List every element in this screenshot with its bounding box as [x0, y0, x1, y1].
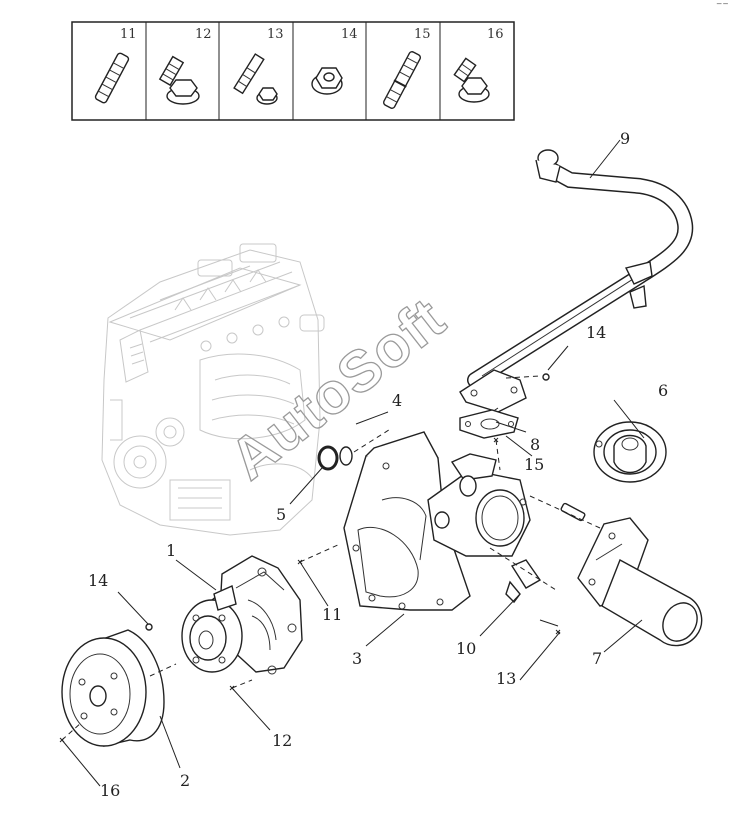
nut-14-small-icon: [542, 373, 550, 381]
callout-6: 6: [658, 381, 668, 400]
callout-5: 5: [276, 505, 286, 524]
fastener-legend: 11 12 13 14 15 16: [71, 21, 515, 121]
thermostat-housing-7: [577, 517, 703, 647]
water-pump-bracket-3: [343, 431, 531, 611]
washer-14-small-icon: [145, 623, 153, 631]
legend-label-16: 16: [487, 27, 504, 42]
hex-bolt-16-icon: [453, 57, 490, 103]
stud-11-icon: [94, 52, 130, 104]
water-pump-pulley-2: [61, 629, 165, 747]
hex-bolt-12-icon: [158, 55, 200, 105]
callout-16: 16: [100, 781, 120, 800]
thermostat-6: [593, 421, 667, 483]
legend-label-12: 12: [195, 27, 212, 42]
callout-14-upper: 14: [586, 323, 606, 342]
callout-14-lower: 14: [88, 571, 108, 590]
legend-label-13: 13: [267, 27, 284, 42]
callout-15: 15: [524, 455, 544, 474]
bolt-13-icon: [233, 53, 278, 105]
callout-12: 12: [272, 731, 292, 750]
stud-dowel: [560, 502, 586, 522]
assembly-lines: [61, 375, 601, 741]
callout-3: 3: [352, 649, 362, 668]
stud-15-icon: [382, 51, 422, 109]
callout-4: 4: [392, 391, 402, 410]
flange-nut-14-icon: [311, 67, 343, 95]
coolant-pipe-9: [459, 149, 694, 413]
callout-7: 7: [592, 649, 602, 668]
water-pump-1: [181, 555, 303, 675]
callout-9: 9: [620, 129, 630, 148]
temperature-sensor-10: [505, 559, 542, 604]
gasket-8: [459, 409, 519, 439]
callout-8: 8: [530, 435, 540, 454]
reference-markers: [59, 437, 561, 743]
callout-11: 11: [322, 605, 342, 624]
callout-labels: 1 2 3 4 5 6 7 8 9 10 11 12 13 14 14 15 1…: [88, 129, 668, 800]
legend-label-14: 14: [341, 27, 358, 42]
engine-block-drawing: [101, 243, 325, 536]
callout-2: 2: [180, 771, 190, 790]
legend-label-11: 11: [120, 27, 137, 42]
corner-mark: ⁻⁻: [716, 0, 729, 13]
callout-10: 10: [456, 639, 476, 658]
callout-1: 1: [166, 541, 176, 560]
legend-label-15: 15: [414, 27, 431, 42]
callout-13: 13: [496, 669, 516, 688]
leader-lines: [61, 139, 645, 787]
o-ring-5: [317, 445, 353, 471]
